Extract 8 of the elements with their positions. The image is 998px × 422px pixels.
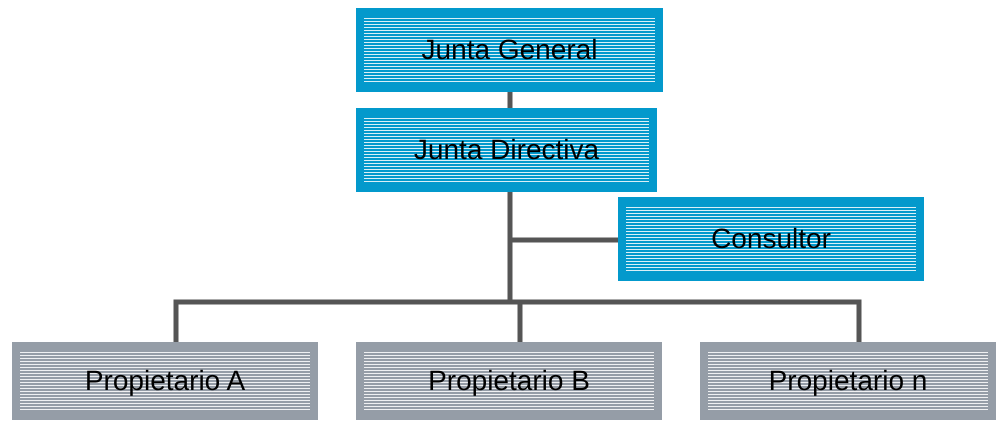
- org-box: [618, 197, 924, 281]
- box-label: Propietario B: [428, 365, 590, 397]
- org-box: [700, 342, 996, 420]
- box-label: Propietario A: [84, 365, 246, 397]
- org-box: [356, 342, 662, 420]
- box-label: Propietario n: [768, 365, 928, 397]
- connector-line: [508, 92, 512, 108]
- org-box: [12, 342, 318, 420]
